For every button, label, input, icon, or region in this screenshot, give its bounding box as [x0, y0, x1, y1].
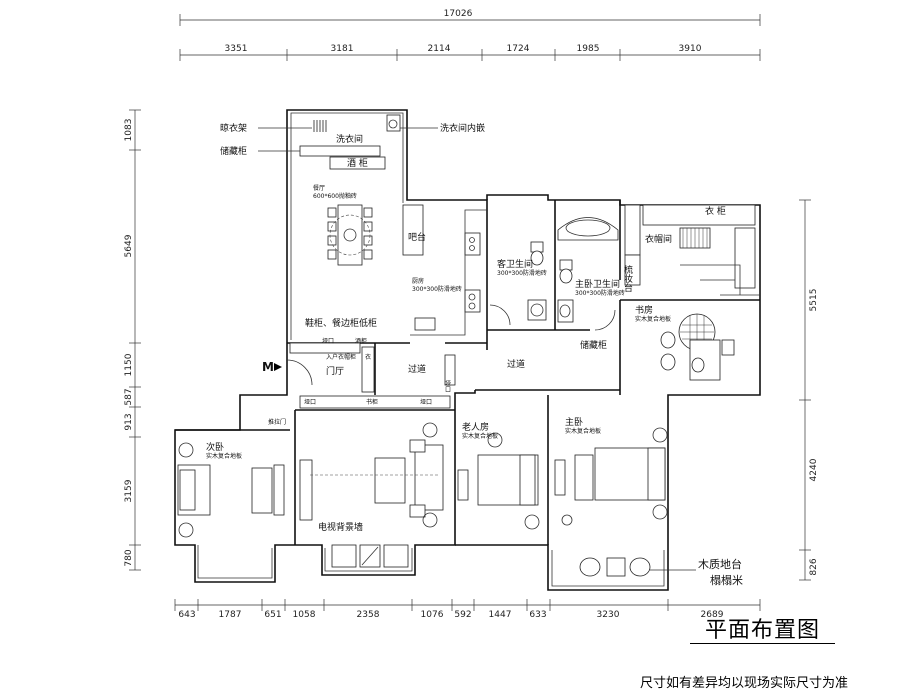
label-master-bath: 主卧卫生间: [575, 278, 620, 290]
top-dimensions: [179, 14, 761, 61]
label-kitchen: 厨房: [412, 277, 424, 285]
label-storage-cabinet2: 储藏柜: [580, 339, 607, 351]
dim-bottom-1: 643: [178, 610, 195, 620]
entrance-arrow-icon: [274, 363, 282, 371]
elder-room-furniture: [457, 432, 540, 530]
label-arch1: 垭口: [322, 337, 334, 345]
study-fixtures: [660, 313, 735, 381]
room-labels: 晾衣架 储藏柜 洗衣间 洗衣间内嵌 酒 柜 餐厅 600*600抛釉砖 吧台 厨…: [206, 122, 743, 587]
label-kitchen-floor: 300*300防滑地砖: [412, 285, 462, 293]
dim-top-5: 1985: [577, 44, 600, 54]
master-bath-fixtures: [557, 217, 619, 331]
dim-left-1: 1083: [124, 119, 134, 142]
label-dresser: 梳妆台: [622, 264, 633, 293]
label-platform: 木质地台: [698, 557, 742, 571]
dim-top-3: 2114: [428, 44, 451, 54]
dim-bottom-6: 1076: [421, 610, 444, 620]
dim-top-2: 3181: [331, 44, 354, 54]
second-bedroom-furniture: [177, 442, 285, 538]
dining-table: [327, 204, 373, 266]
label-entry-wardrobe: 入户衣帽柜: [326, 353, 356, 361]
label-arch4: 垭口: [420, 398, 432, 406]
label-tv-wall: 电视背景墙: [318, 521, 363, 533]
dim-bottom-9: 633: [529, 610, 546, 620]
label-second-bedroom: 次卧: [206, 441, 224, 453]
label-corridor2: 过道: [507, 358, 525, 370]
outer-walls: [174, 109, 761, 591]
dim-top-total: 17026: [444, 9, 473, 19]
cloakroom-fixtures: [624, 204, 760, 296]
dim-right-1: 5515: [809, 289, 819, 312]
dim-bottom-11: 2689: [701, 610, 724, 620]
label-arch3: 垭口: [304, 398, 316, 406]
title-underline: [690, 643, 835, 644]
label-wardrobe-short: 衣: [365, 353, 371, 361]
label-wine-cabinet: 酒 柜: [347, 157, 368, 169]
label-corridor1: 过道: [408, 363, 426, 375]
plan-title: 平面布置图: [705, 618, 821, 643]
label-dining: 餐厅: [313, 184, 325, 192]
dim-left-6: 3159: [124, 479, 134, 502]
guest-bath-fixtures: [489, 241, 547, 326]
dim-left-3: 1150: [124, 353, 134, 376]
dim-bottom-5: 2358: [357, 610, 380, 620]
dim-bottom-3: 651: [264, 610, 281, 620]
label-elder-room: 老人房: [462, 421, 489, 433]
dim-bottom-8: 1447: [489, 610, 512, 620]
dim-left-7: 780: [124, 549, 134, 566]
label-guest-bath-floor: 300*300防滑地砖: [497, 269, 547, 277]
dim-right-3: 826: [809, 558, 819, 575]
label-sliding-door: 推拉门: [268, 418, 286, 426]
master-bedroom-furniture: [554, 427, 668, 577]
label-study: 书房: [635, 304, 653, 316]
kitchen-fixtures: [402, 204, 487, 336]
label-guest-bath: 客卫生间: [497, 258, 533, 270]
entrance-mark: M: [262, 360, 274, 374]
dim-bottom-7: 592: [454, 610, 471, 620]
label-drying-rack: 晾衣架: [220, 122, 247, 134]
label-study-floor: 实木复合地板: [635, 315, 671, 323]
label-elder-room-floor: 实木复合地板: [462, 432, 498, 440]
dim-left-2: 5649: [124, 234, 134, 257]
label-wine-short: 酒柜: [355, 337, 367, 345]
entry-fixtures: [286, 342, 456, 409]
label-bar: 吧台: [408, 231, 426, 243]
label-entry-hall: 门厅: [326, 365, 344, 377]
living-room-furniture: [299, 422, 444, 568]
label-arch2: 垭口: [444, 379, 451, 393]
right-dimensions: [799, 199, 811, 581]
dim-top-4: 1724: [507, 44, 530, 54]
dim-top-1: 3351: [225, 44, 248, 54]
dim-bottom-2: 1787: [219, 610, 242, 620]
label-second-bedroom-floor: 实木复合地板: [206, 452, 242, 460]
dim-bottom-10: 3230: [597, 610, 620, 620]
left-dimensions: [129, 109, 141, 571]
label-storage-cabinet: 储藏柜: [220, 145, 247, 157]
label-bookcase: 书柜: [366, 398, 378, 406]
label-cloakroom: 衣帽间: [645, 233, 672, 245]
dim-right-2: 4240: [809, 458, 819, 481]
label-master-bedroom-floor: 实木复合地板: [565, 427, 601, 435]
label-master-bedroom: 主卧: [565, 416, 583, 428]
label-laundry: 洗衣间: [336, 133, 363, 145]
bottom-dimensions: [174, 599, 761, 611]
dim-left-5: 913: [124, 413, 134, 430]
dim-top-6: 3910: [679, 44, 702, 54]
label-laundry-embedded: 洗衣间内嵌: [440, 122, 485, 134]
label-wardrobe-top: 衣 柜: [705, 205, 726, 217]
dim-bottom-4: 1058: [293, 610, 316, 620]
footnote: 尺寸如有差异均以现场实际尺寸为准: [640, 676, 849, 691]
label-master-bath-floor: 300*300防滑地砖: [575, 289, 625, 297]
dim-left-4: 587: [124, 388, 134, 405]
label-shoe-sideboard: 鞋柜、餐边柜低柜: [305, 317, 377, 329]
label-tatami: 榻榻米: [710, 573, 743, 587]
label-dining-floor: 600*600抛釉砖: [313, 192, 357, 200]
